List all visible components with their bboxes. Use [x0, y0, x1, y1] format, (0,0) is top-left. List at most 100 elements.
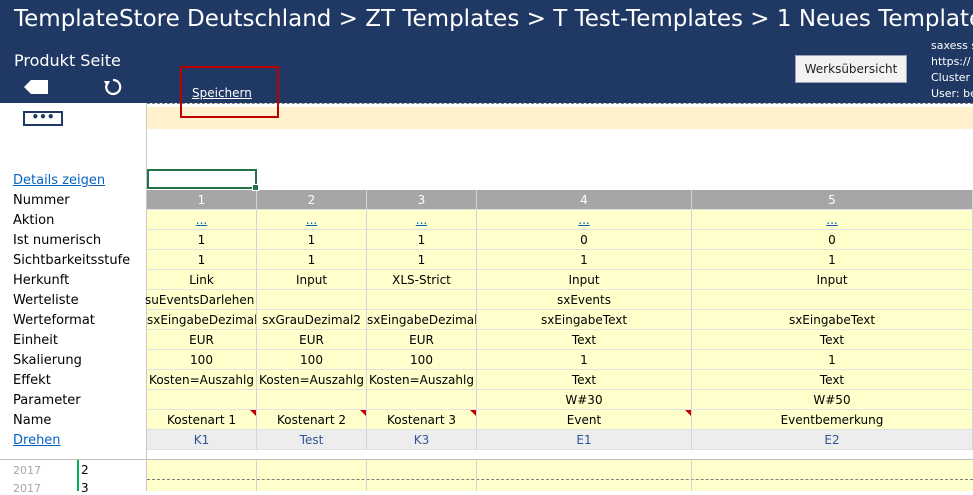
cell-name[interactable]: Kostenart 1: [147, 410, 257, 430]
cell-werteliste[interactable]: [367, 290, 477, 310]
more-options-button[interactable]: •••: [23, 111, 63, 126]
cell-werteliste[interactable]: [692, 290, 973, 310]
row-label-herkunft: Herkunft: [13, 273, 70, 288]
cell-parameter[interactable]: W#30: [477, 390, 692, 410]
cell-effekt[interactable]: Kosten=Auszahlg: [367, 370, 477, 390]
cell-name[interactable]: Event: [477, 410, 692, 430]
cell-nummer[interactable]: 5: [692, 190, 973, 210]
cell-herkunft[interactable]: Input: [477, 270, 692, 290]
cell-nummer[interactable]: 2: [257, 190, 367, 210]
row-label-sichtbarkeit: Sichtbarkeitsstufe: [13, 253, 131, 268]
cell-skalierung[interactable]: 1: [692, 350, 973, 370]
cell-aktion[interactable]: ...: [147, 210, 257, 230]
cell-name[interactable]: Eventbemerkung: [692, 410, 973, 430]
row-label-drehen[interactable]: Drehen: [13, 433, 61, 448]
cell-skalierung[interactable]: 100: [257, 350, 367, 370]
cell-sichtbarkeit[interactable]: 1: [367, 250, 477, 270]
cell-herkunft[interactable]: Link: [147, 270, 257, 290]
cell-ist-numerisch[interactable]: 1: [257, 230, 367, 250]
cell-aktion[interactable]: ...: [257, 210, 367, 230]
cell-sichtbarkeit[interactable]: 1: [257, 250, 367, 270]
cell-skalierung[interactable]: 100: [147, 350, 257, 370]
save-link[interactable]: Speichern: [192, 86, 252, 100]
cell-skalierung[interactable]: 100: [367, 350, 477, 370]
data-row-area[interactable]: [147, 460, 973, 491]
reload-icon[interactable]: [103, 77, 123, 97]
row-label-ist-numerisch: Ist numerisch: [13, 233, 102, 248]
cell-einheit[interactable]: EUR: [367, 330, 477, 350]
cell-aktion[interactable]: ...: [367, 210, 477, 230]
info-line: User: be: [931, 87, 973, 100]
cell-ist-numerisch[interactable]: 1: [147, 230, 257, 250]
cell-drehen[interactable]: E1: [477, 430, 692, 450]
cell-parameter[interactable]: W#50: [692, 390, 973, 410]
cell-werteformat[interactable]: sxEingabeText: [477, 310, 692, 330]
cell-werteliste[interactable]: sxEvents: [477, 290, 692, 310]
comment-indicator-icon[interactable]: [470, 410, 476, 416]
cell-ist-numerisch[interactable]: 0: [692, 230, 973, 250]
cell-ist-numerisch[interactable]: 0: [477, 230, 692, 250]
cell-drehen[interactable]: K3: [367, 430, 477, 450]
cell-name[interactable]: Kostenart 2: [257, 410, 367, 430]
cell-name[interactable]: Kostenart 3: [367, 410, 477, 430]
cell-einheit[interactable]: EUR: [147, 330, 257, 350]
cell-herkunft[interactable]: Input: [692, 270, 973, 290]
selected-cell[interactable]: [147, 169, 259, 191]
input-strip: [147, 107, 973, 129]
group-indicator: [77, 460, 79, 491]
cell-werteliste[interactable]: [257, 290, 367, 310]
cell-effekt[interactable]: Text: [692, 370, 973, 390]
divider: [147, 103, 973, 104]
column-divider: [146, 103, 147, 491]
cell-aktion[interactable]: ...: [477, 210, 692, 230]
cell-parameter[interactable]: [257, 390, 367, 410]
cell-nummer[interactable]: 1: [147, 190, 257, 210]
row-value[interactable]: 3: [81, 481, 89, 495]
cell-drehen[interactable]: Test: [257, 430, 367, 450]
comment-indicator-icon[interactable]: [360, 410, 366, 416]
cell-werteformat[interactable]: sxEingabeDezimal2: [367, 310, 477, 330]
cell-parameter[interactable]: [147, 390, 257, 410]
fill-handle[interactable]: [252, 184, 259, 191]
overview-button[interactable]: Werksübersicht: [795, 55, 907, 83]
row-year: 2017: [13, 482, 41, 495]
save-highlight-frame: [180, 66, 279, 118]
cell-sichtbarkeit[interactable]: 1: [477, 250, 692, 270]
cell-parameter[interactable]: [367, 390, 477, 410]
row-label-effekt: Effekt: [13, 373, 51, 388]
cell-effekt[interactable]: Kosten=Auszahlg: [257, 370, 367, 390]
cell-werteformat[interactable]: sxEingabeText: [692, 310, 973, 330]
cell-nummer[interactable]: 4: [477, 190, 692, 210]
grid-line: [476, 460, 477, 491]
cell-aktion[interactable]: ...: [692, 210, 973, 230]
back-arrow-icon[interactable]: [24, 80, 48, 94]
comment-indicator-icon[interactable]: [250, 410, 256, 416]
cell-werteformat[interactable]: sxGrauDezimal2: [257, 310, 367, 330]
cell-effekt[interactable]: Text: [477, 370, 692, 390]
cell-drehen[interactable]: E2: [692, 430, 973, 450]
row-label-details[interactable]: Details zeigen: [13, 173, 106, 188]
row-divider: [147, 479, 973, 480]
cell-ist-numerisch[interactable]: 1: [367, 230, 477, 250]
comment-indicator-icon[interactable]: [685, 410, 691, 416]
cell-effekt[interactable]: Kosten=Auszahlg: [147, 370, 257, 390]
cell-drehen[interactable]: K1: [147, 430, 257, 450]
cell-skalierung[interactable]: 1: [477, 350, 692, 370]
row-label-werteliste: Werteliste: [13, 293, 79, 308]
header-bar: TemplateStore Deutschland > ZT Templates…: [0, 0, 973, 118]
row-year: 2017: [13, 464, 41, 477]
cell-nummer[interactable]: 3: [367, 190, 477, 210]
cell-einheit[interactable]: EUR: [257, 330, 367, 350]
info-line: saxess s: [931, 39, 973, 52]
cell-werteliste[interactable]: suEventsDarlehen: [145, 290, 257, 310]
cell-einheit[interactable]: Text: [692, 330, 973, 350]
cell-herkunft[interactable]: Input: [257, 270, 367, 290]
cell-sichtbarkeit[interactable]: 1: [692, 250, 973, 270]
row-label-einheit: Einheit: [13, 333, 59, 348]
cell-herkunft[interactable]: XLS-Strict: [367, 270, 477, 290]
cell-sichtbarkeit[interactable]: 1: [147, 250, 257, 270]
cell-werteformat[interactable]: sxEingabeDezimal2: [147, 310, 257, 330]
grid-line: [366, 460, 367, 491]
row-value[interactable]: 2: [81, 463, 89, 477]
cell-einheit[interactable]: Text: [477, 330, 692, 350]
